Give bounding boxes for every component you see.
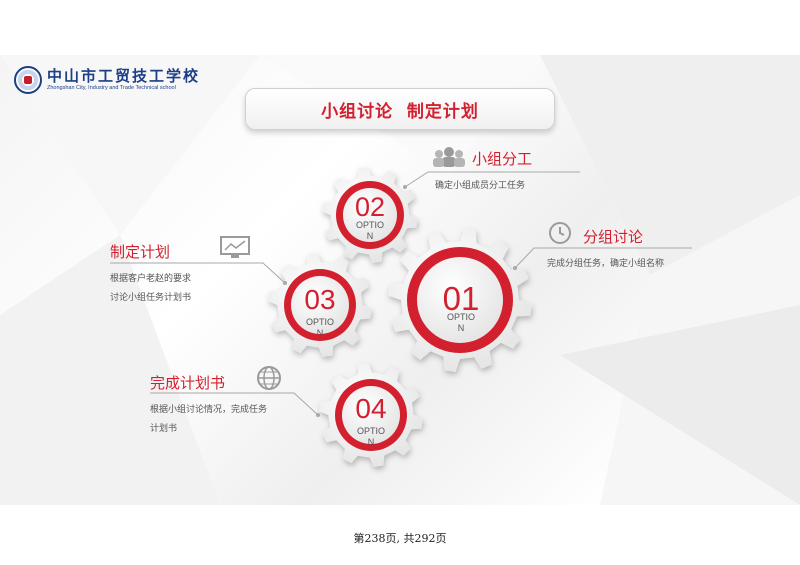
- gear-03-number: 03: [304, 284, 336, 315]
- page-footer: 第238页, 共292页: [353, 532, 447, 545]
- gear-04-number: 04: [355, 393, 387, 424]
- school-logo: 中山市工贸技工学校 Zhongshan City, Industry and T…: [14, 66, 200, 94]
- gear-02: [322, 167, 418, 263]
- gear-01-number: 01: [442, 280, 480, 317]
- clock-icon: [549, 222, 571, 244]
- item-heading-complete-plan: 完成计划书: [150, 374, 226, 392]
- monitor-chart-icon: [220, 236, 250, 258]
- item-desc-complete-plan: 根据小组讨论情况，完成任务计划书: [150, 405, 268, 434]
- connector-lines: [110, 171, 692, 417]
- item-heading-group-discussion: 分组讨论: [583, 228, 644, 246]
- gear-graphic: [268, 167, 532, 467]
- item-heading-make-plan: 制定计划: [110, 243, 171, 261]
- school-name-cn: 中山市工贸技工学校: [47, 67, 201, 85]
- gear-03: [268, 253, 372, 357]
- gear-01: [388, 228, 532, 372]
- slide: 中山市工贸技工学校 Zhongshan City, Industry and T…: [0, 55, 800, 505]
- page-title: 小组讨论 制定计划: [321, 101, 479, 122]
- school-emblem-icon: [14, 66, 42, 94]
- gear-04: [319, 363, 423, 467]
- item-desc-make-plan: 根据客户老赵的要求讨论小组任务计划书: [110, 274, 192, 303]
- item-desc-group-discussion: 完成分组任务，确定小组名称: [547, 259, 665, 269]
- title-banner: 小组讨论 制定计划: [245, 88, 555, 130]
- gear-02-number: 02: [354, 192, 386, 222]
- item-heading-group-division: 小组分工: [472, 150, 533, 168]
- school-name-en: Zhongshan City, Industry and Trade Techn…: [47, 85, 176, 91]
- people-icon: [433, 147, 465, 167]
- item-desc-group-division: 确定小组成员分工任务: [435, 181, 526, 191]
- globe-icon: [257, 366, 281, 390]
